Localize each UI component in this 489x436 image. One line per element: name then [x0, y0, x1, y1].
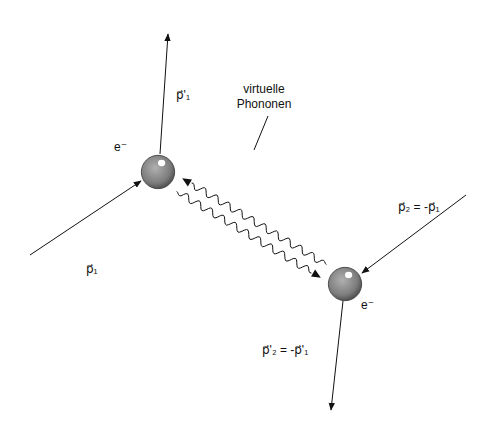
electron-sphere: [140, 154, 176, 190]
phonon-wave: [177, 191, 321, 277]
particle-label: e⁻: [114, 140, 127, 154]
electron-sphere: [327, 266, 363, 302]
momentum-arrow: [160, 34, 168, 154]
electron: e⁻: [140, 154, 176, 190]
electron: e⁻: [327, 266, 363, 302]
momentum-arrow: [331, 301, 343, 410]
momentum-label: p⃗'₁: [176, 88, 190, 103]
wave-label: virtuelle Phononen: [222, 82, 306, 112]
leader-line: [254, 116, 268, 150]
particle-label: e⁻: [361, 298, 374, 312]
momentum-arrow: [362, 195, 466, 273]
momentum-arrow: [30, 181, 141, 255]
momentum-label: p⃗'₂ = -p⃗'₁: [262, 343, 308, 358]
momentum-label: p⃗₁: [86, 262, 98, 277]
phonon-wave: [182, 178, 326, 264]
momentum-label: p⃗₂ = -p⃗₁: [398, 200, 440, 215]
